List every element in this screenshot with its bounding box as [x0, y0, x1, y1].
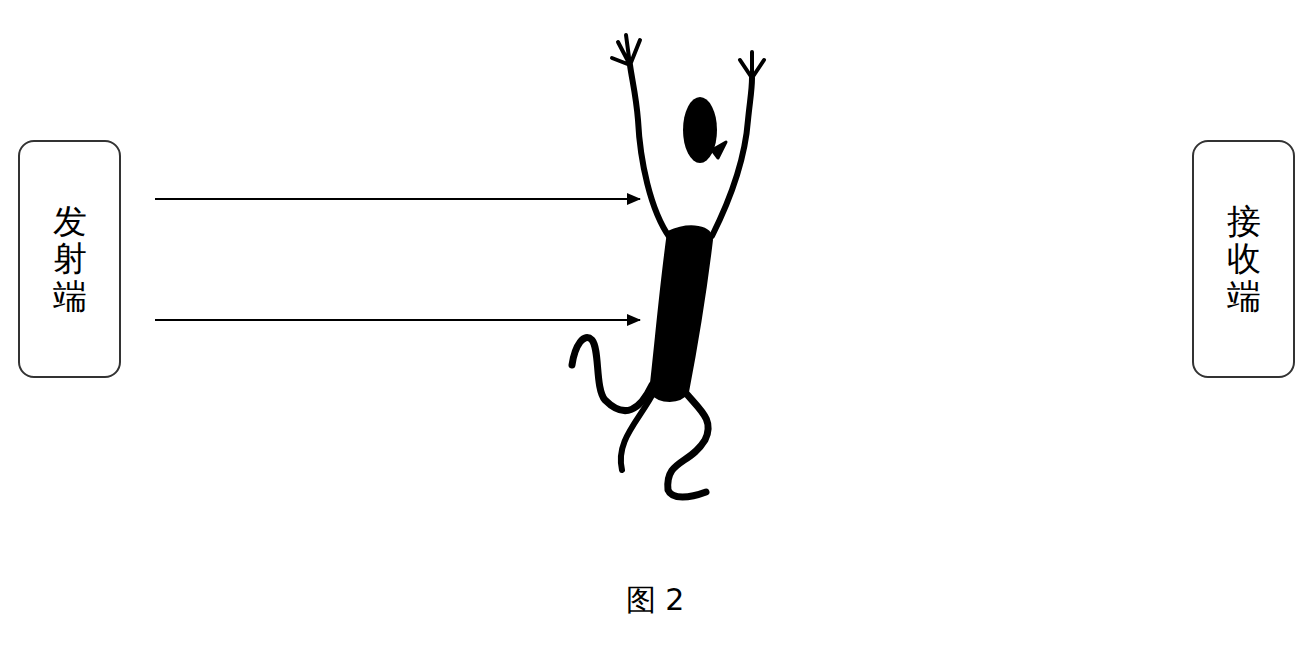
person-figure [572, 35, 764, 497]
transmitter-box: 发射端 [18, 140, 121, 378]
figure-caption: 图 2 [626, 580, 685, 621]
signal-arrow [155, 319, 640, 321]
box-label: 发射端 [53, 203, 87, 315]
receiver-box: 接收端 [1192, 140, 1295, 378]
signal-arrow [155, 198, 640, 200]
box-label: 接收端 [1227, 203, 1261, 315]
